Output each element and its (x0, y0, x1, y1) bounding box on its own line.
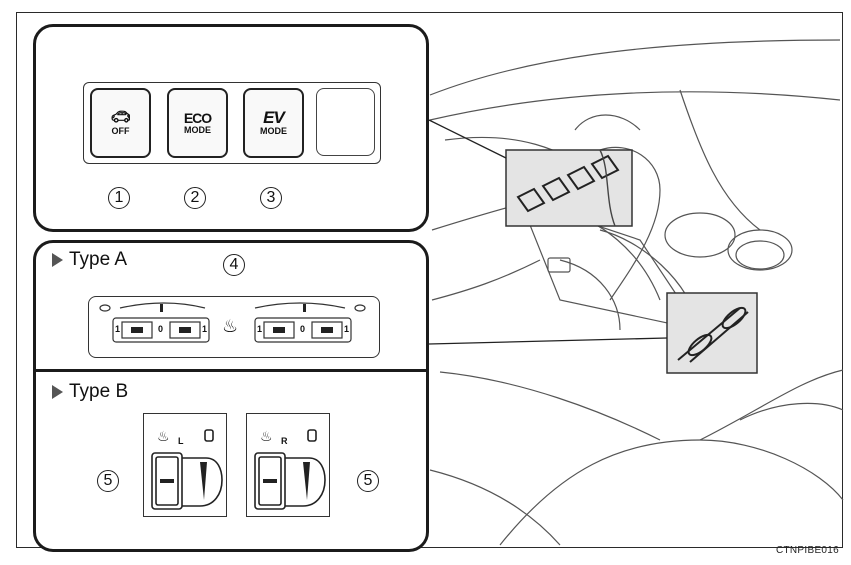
switch-num-left-0: 0 (158, 324, 164, 334)
ev-mode-label: MODE (260, 126, 287, 136)
type-divider (33, 369, 429, 372)
seat-heater-panel (33, 240, 429, 552)
callout-5-right: 5 (357, 470, 379, 492)
type-a-heading: Type A (52, 249, 127, 271)
dial-right-side-label: R (281, 436, 288, 446)
figure-code: CTNPIBE016 (775, 545, 839, 556)
eco-mode-label: MODE (184, 125, 211, 135)
type-b-heading: Type B (52, 381, 128, 403)
callout-4: 4 (223, 254, 245, 276)
switch-num-left-1: 1 (115, 324, 121, 334)
type-a-label: Type A (69, 249, 128, 270)
ev-mode-switch[interactable]: EV MODE (243, 88, 304, 158)
triangle-bullet-icon-b (52, 385, 63, 399)
seat-heater-icon: ♨︎ (222, 316, 239, 336)
switch-num-right-1b: 1 (344, 324, 350, 334)
callout-1: 1 (108, 187, 130, 209)
eco-label: ECO (183, 110, 212, 126)
eco-mode-switch[interactable]: ECO MODE (167, 88, 228, 158)
switch-num-right-1: 1 (257, 324, 263, 334)
callout-2: 2 (184, 187, 206, 209)
switch-num-left-1b: 1 (202, 324, 208, 334)
type-b-label: Type B (69, 381, 129, 402)
dial-left-side-label: L (178, 436, 184, 446)
callout-5-left: 5 (97, 470, 119, 492)
seat-heater-icon-left: ♨︎ (157, 428, 170, 444)
switch-num-right-0: 0 (300, 324, 306, 334)
callout-3: 3 (260, 187, 282, 209)
vsc-off-switch[interactable]: 🚗︎ OFF (90, 88, 151, 158)
blank-switch (316, 88, 375, 156)
ev-label: EV (263, 108, 285, 127)
vsc-off-label: OFF (111, 126, 130, 136)
vsc-skid-icon: 🚗︎ (110, 109, 131, 126)
triangle-bullet-icon (52, 253, 63, 267)
seat-heater-icon-right: ♨︎ (260, 428, 273, 444)
